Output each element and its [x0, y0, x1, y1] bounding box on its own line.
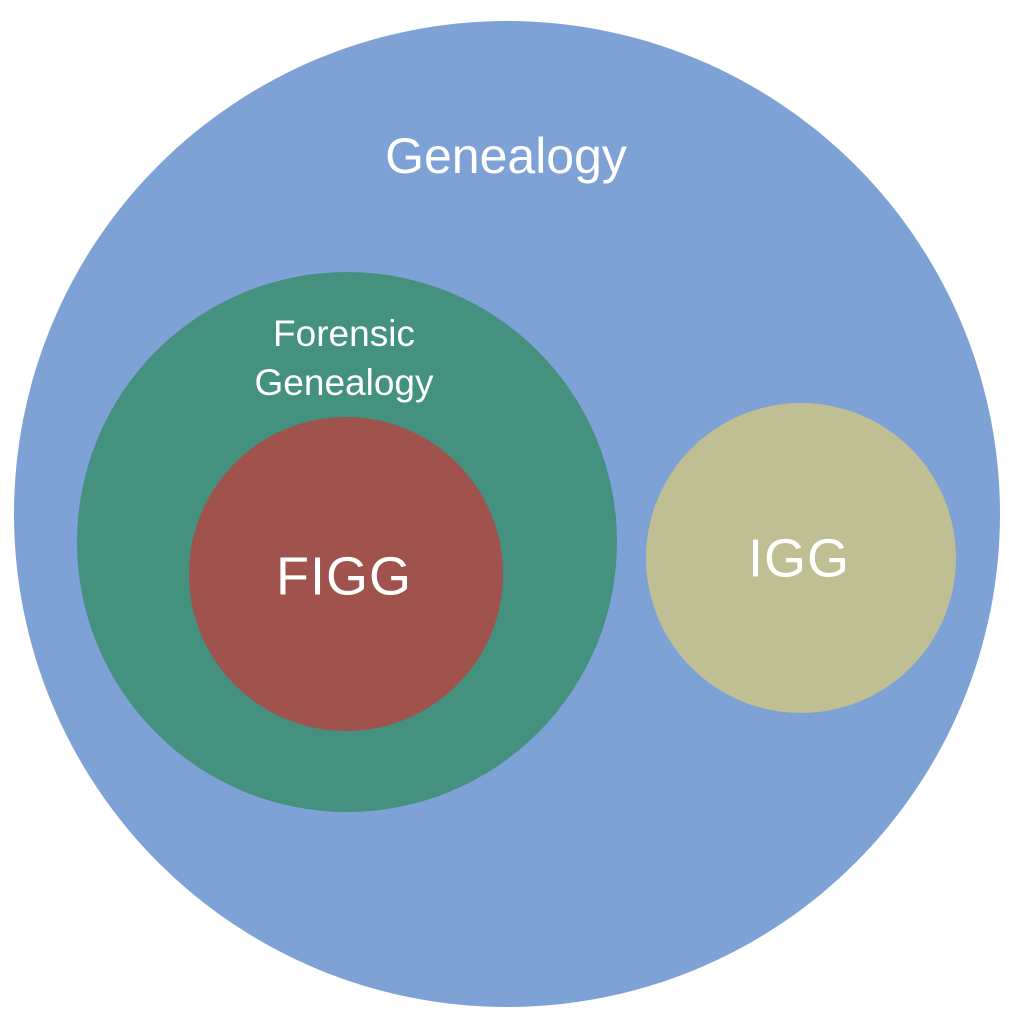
figg-circle [189, 417, 503, 731]
forensic-genealogy-label: Forensic Genealogy [254, 313, 434, 403]
figg-label: FIGG [276, 546, 412, 607]
igg-label: IGG [747, 528, 851, 589]
genealogy-label: Genealogy [385, 128, 627, 184]
igg-circle [646, 403, 956, 713]
